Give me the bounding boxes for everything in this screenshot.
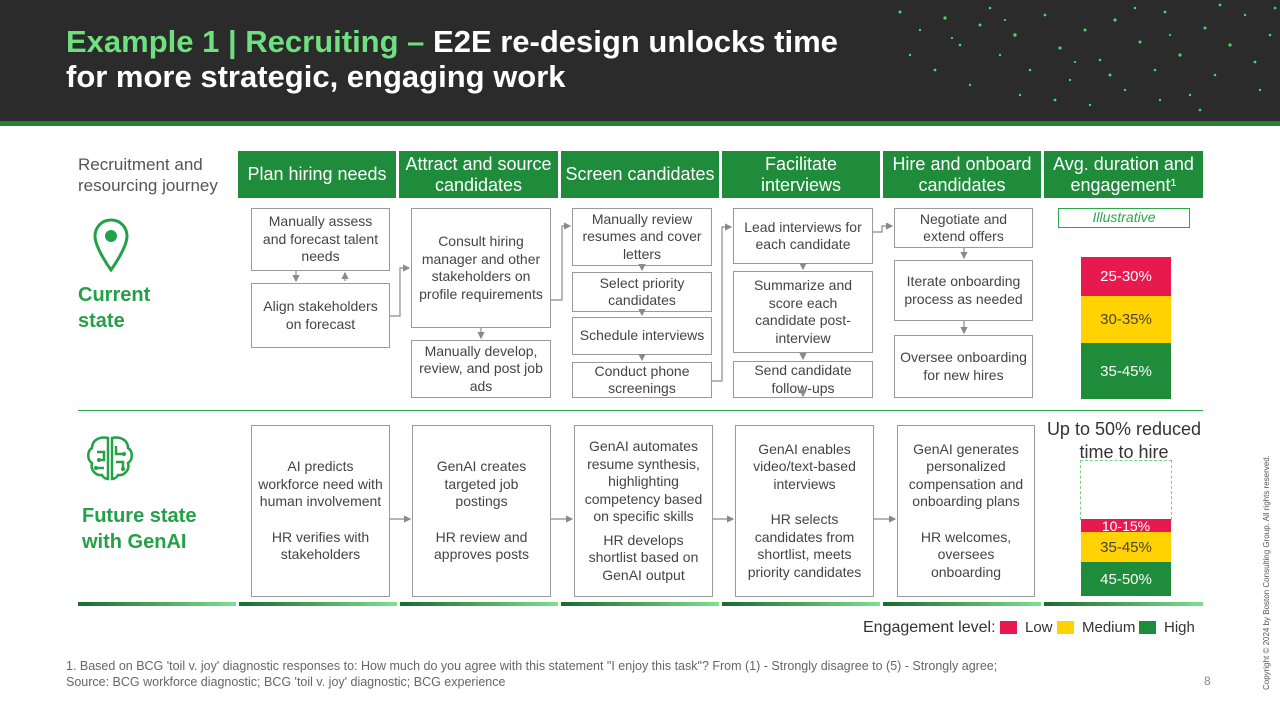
- future-bar-low: 10-15%: [1081, 518, 1171, 534]
- current-hire-step-3: Oversee onboarding for new hires: [894, 335, 1033, 398]
- bottom-bar-7: [1044, 602, 1203, 606]
- reduced-time-text: Up to 50% reduced time to hire: [1046, 419, 1202, 462]
- page-number: 8: [1204, 674, 1211, 688]
- current-screen-step-1: Manually review resumes and cover letter…: [572, 208, 712, 266]
- column-header-attract: Attract and source candidates: [399, 151, 558, 198]
- bottom-bar-5: [722, 602, 880, 606]
- reduced-time-dashed-box: [1080, 460, 1172, 520]
- current-state-label: Current state: [78, 284, 151, 332]
- legend-high-text: High: [1164, 619, 1195, 636]
- future-attract-box: GenAI creates targeted job postings HR r…: [412, 425, 551, 597]
- current-hire-step-2: Iterate onboarding process as needed: [894, 260, 1033, 321]
- column-header-interview: Facilitate interviews: [722, 151, 880, 198]
- legend-label: Engagement level:: [863, 619, 996, 636]
- column-header-duration: Avg. duration and engagement¹: [1044, 151, 1203, 198]
- title-rest: E2E re-design unlocks time: [424, 24, 838, 59]
- future-hire-text-1: GenAI generates personalized compensatio…: [908, 440, 1024, 510]
- bottom-bar-4: [561, 602, 719, 606]
- future-attract-text-1: GenAI creates targeted job postings: [436, 458, 527, 510]
- current-plan-step-2: Align stakeholders on forecast: [251, 283, 390, 348]
- section-divider: [78, 410, 1203, 411]
- current-screen-step-3: Schedule interviews: [572, 317, 712, 355]
- bottom-bar-3: [400, 602, 558, 606]
- current-interview-step-1: Lead interviews for each candidate: [733, 208, 873, 264]
- current-bar-medium: 30-35%: [1081, 296, 1171, 343]
- header-bar: [0, 0, 1280, 121]
- location-pin-icon: [93, 218, 129, 273]
- current-bar-high: 35-45%: [1081, 343, 1171, 399]
- legend-high-swatch: [1139, 621, 1156, 634]
- brain-circuit-icon: [87, 436, 133, 481]
- future-state-label: Future state with GenAI: [82, 505, 197, 553]
- future-attract-text-2: HR review and approves posts: [434, 528, 529, 563]
- current-interview-step-3: Send candidate follow-ups: [733, 361, 873, 398]
- column-header-screen: Screen candidates: [561, 151, 719, 198]
- current-interview-step-2: Summarize and score each candidate post-…: [733, 271, 873, 353]
- legend-medium: Medium: [1057, 619, 1135, 636]
- current-attract-step-1: Consult hiring manager and other stakeho…: [411, 208, 551, 328]
- bottom-bar-1: [78, 602, 236, 606]
- future-screen-text-1: GenAI automates resume synthesis, highli…: [584, 438, 703, 524]
- page-title: Example 1 | Recruiting – E2E re-design u…: [66, 24, 886, 94]
- title-highlight: Example 1 | Recruiting –: [66, 24, 425, 59]
- future-plan-text-1: AI predicts workforce need with human in…: [258, 458, 383, 510]
- future-plan-box: AI predicts workforce need with human in…: [251, 425, 390, 597]
- column-header-hire: Hire and onboard candidates: [883, 151, 1041, 198]
- footnote: 1. Based on BCG 'toil v. joy' diagnostic…: [66, 659, 998, 689]
- future-bar-medium: 35-45%: [1081, 532, 1171, 562]
- future-interview-text-1: GenAI enables video/text-based interview…: [753, 440, 856, 492]
- illustrative-tag: Illustrative: [1058, 208, 1190, 228]
- bottom-bar-2: [239, 602, 397, 606]
- bottom-bar-6: [883, 602, 1041, 606]
- current-plan-step-1: Manually assess and forecast talent need…: [251, 208, 390, 271]
- current-bar-low: 25-30%: [1081, 257, 1171, 296]
- future-interview-text-2: HR selects candidates from shortlist, me…: [747, 511, 862, 580]
- header-accent-line: [0, 121, 1280, 126]
- future-interview-box: GenAI enables video/text-based interview…: [735, 425, 874, 597]
- future-screen-box: GenAI automates resume synthesis, highli…: [574, 425, 713, 597]
- future-bar-high: 45-50%: [1081, 562, 1171, 596]
- copyright-text: Copyright © 2024 by Boston Consulting Gr…: [1262, 455, 1271, 690]
- legend-medium-text: Medium: [1082, 619, 1136, 636]
- column-header-plan: Plan hiring needs: [238, 151, 396, 198]
- current-hire-step-1: Negotiate and extend offers: [894, 208, 1033, 248]
- future-plan-text-2: HR verifies with stakeholders: [271, 528, 370, 563]
- legend-low-swatch: [1000, 621, 1017, 634]
- future-screen-text-2: HR develops shortlist based on GenAI out…: [588, 531, 699, 583]
- current-attract-step-2: Manually develop, review, and post job a…: [411, 340, 551, 398]
- journey-label: Recruitment and resourcing journey: [78, 155, 218, 195]
- title-line2: for more strategic, engaging work: [66, 59, 566, 94]
- future-hire-text-2: HR welcomes, oversees onboarding: [920, 528, 1012, 580]
- current-screen-step-4: Conduct phone screenings: [572, 362, 712, 398]
- legend-medium-swatch: [1057, 621, 1074, 634]
- legend-low-text: Low: [1025, 619, 1053, 636]
- legend-low: Low: [1000, 619, 1053, 636]
- current-screen-step-2: Select priority candidates: [572, 272, 712, 312]
- legend-high: High: [1139, 619, 1195, 636]
- dot-pattern-decoration: [898, 3, 1277, 112]
- future-hire-box: GenAI generates personalized compensatio…: [897, 425, 1035, 597]
